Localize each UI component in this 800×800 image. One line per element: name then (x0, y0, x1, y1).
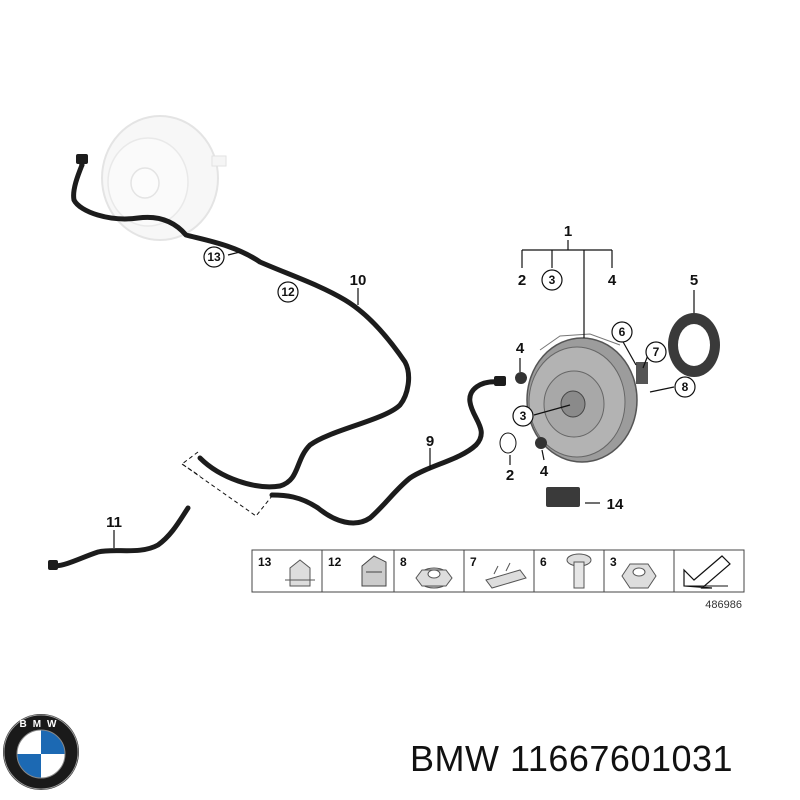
nut-icon (515, 372, 527, 384)
callout-12: 12 (281, 285, 295, 299)
hose-connector-icon (76, 154, 88, 164)
callout-3b: 3 (520, 409, 527, 423)
bmw-logo: BMW (3, 714, 79, 790)
product-caption: BMW 11667601031 (410, 738, 733, 780)
hose-connector-icon (494, 376, 506, 386)
o-ring-icon (499, 432, 517, 454)
brand-name: BMW (410, 738, 500, 779)
hex-nut-icon (621, 563, 657, 589)
spring-clip-icon (485, 562, 527, 589)
callout-circle (541, 269, 563, 291)
parts-label-7: 7 (470, 555, 477, 569)
callout-circle (674, 376, 696, 398)
clip-icon (636, 362, 648, 384)
part-number: 11667601031 (510, 738, 734, 779)
vacuum-line-9 (269, 379, 503, 526)
parts-label-12: 12 (328, 555, 342, 569)
diagram-number: 486986 (705, 599, 742, 611)
gasket-ring (668, 313, 720, 377)
callout-4: 4 (608, 272, 617, 289)
callout-6: 6 (619, 325, 626, 339)
callout-11: 11 (106, 514, 122, 531)
callout-5: 5 (690, 272, 698, 289)
callout-10: 10 (350, 272, 367, 289)
hose-connector-icon (48, 560, 58, 570)
connection-dashline (181, 451, 273, 517)
callout-7: 7 (653, 345, 660, 359)
arrow-icon (683, 555, 731, 589)
callout-13: 13 (207, 250, 221, 264)
svg-text:BMW: BMW (20, 719, 63, 730)
callout-circle (645, 341, 667, 363)
bracket-clip-icon (361, 555, 387, 587)
callout-8: 8 (682, 380, 689, 394)
callout-4c: 4 (540, 463, 549, 480)
callout-2b: 2 (506, 467, 514, 484)
ghost-brake-booster (101, 115, 227, 241)
parts-label-13: 13 (258, 555, 272, 569)
callout-circle (203, 246, 225, 268)
callout-4b: 4 (516, 340, 525, 357)
vacuum-line-11 (52, 505, 191, 569)
nut-icon (535, 437, 547, 449)
flange-nut-icon (415, 567, 453, 589)
sensor-icon (546, 487, 580, 507)
vacuum-line-10 (71, 162, 412, 490)
parts-cell (463, 549, 535, 593)
callout-circle (611, 321, 633, 343)
parts-label-6: 6 (540, 555, 547, 569)
clip-icon (285, 559, 315, 587)
bolt-icon (566, 553, 592, 589)
callout-9: 9 (426, 433, 434, 450)
callout-2: 2 (518, 272, 526, 289)
connection-dashline (181, 463, 201, 477)
callout-1: 1 (564, 223, 572, 240)
parts-table: 13 12 8 7 6 3 (251, 549, 745, 593)
brake-booster (526, 333, 638, 463)
callout-14: 14 (607, 496, 624, 513)
callout-circle (512, 405, 534, 427)
callout-3: 3 (549, 273, 556, 287)
callout-circle (277, 281, 299, 303)
parts-label-3: 3 (610, 555, 617, 569)
parts-label-8: 8 (400, 555, 407, 569)
